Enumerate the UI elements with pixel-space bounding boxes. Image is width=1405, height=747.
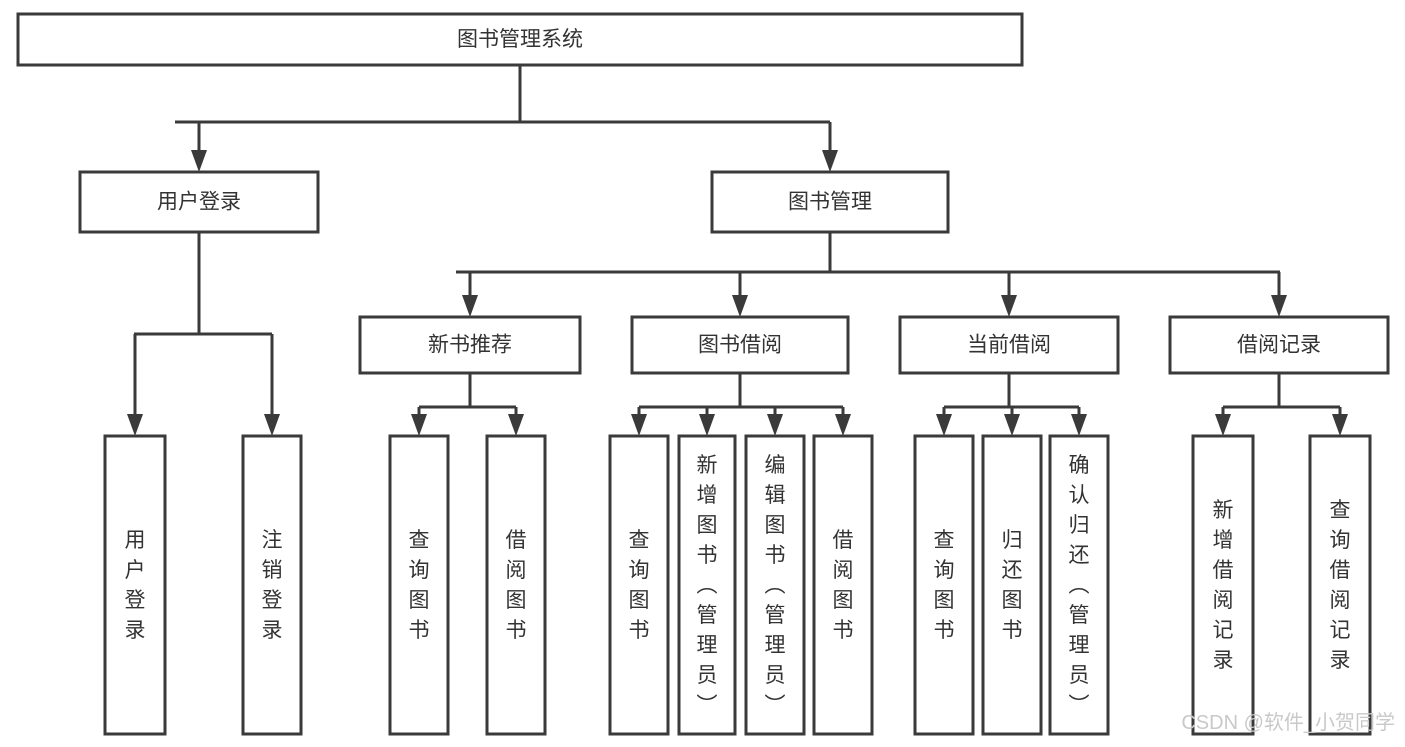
arrow-head-icon	[191, 150, 207, 172]
node-box	[710, 170, 950, 234]
node-label: 查询借阅记录	[1330, 499, 1351, 672]
node-box	[913, 434, 975, 736]
node-box	[1191, 434, 1255, 736]
node-leaf-query-book-rec[interactable]: 查询图书	[388, 434, 450, 736]
node-label: 借阅图书	[833, 529, 854, 642]
node-label: 确认归还︵管理员︶	[1069, 454, 1090, 717]
node-new-book-recommend[interactable]: 新书推荐	[358, 315, 582, 375]
csdn-watermark: CSDN @软件_小贺同学	[1181, 711, 1395, 734]
node-box	[677, 434, 737, 736]
arrow-head-icon	[508, 414, 524, 436]
arrow-head-icon	[411, 414, 427, 436]
node-leaf-user-login[interactable]: 用户登录	[103, 434, 167, 736]
arrow-head-icon	[1004, 414, 1020, 436]
node-label: 借阅记录	[1237, 334, 1321, 357]
node-box	[630, 315, 850, 375]
node-label: 查询图书	[629, 529, 650, 642]
node-label: 新书推荐	[428, 334, 512, 357]
node-leaf-user-logout[interactable]: 注销登录	[241, 434, 303, 736]
node-box	[358, 315, 582, 375]
node-label: 当前借阅	[967, 334, 1051, 357]
node-label: 查询图书	[934, 529, 955, 642]
arrow-head-icon	[1332, 414, 1348, 436]
node-label: 图书管理	[788, 191, 872, 214]
arrow-head-icon	[462, 295, 478, 317]
node-label: 编辑图书︵管理员︶	[765, 454, 786, 717]
arrow-head-icon	[1215, 414, 1231, 436]
node-root[interactable]: 图书管理系统	[16, 12, 1024, 67]
node-box	[981, 434, 1043, 736]
node-box	[388, 434, 450, 736]
node-leaf-query-borrow-record[interactable]: 查询借阅记录	[1308, 434, 1372, 736]
node-box	[1168, 315, 1390, 375]
connectors-layer	[127, 65, 1348, 436]
arrow-head-icon	[631, 414, 647, 436]
node-label: 归还图书	[1002, 529, 1023, 642]
node-label: 用户登录	[125, 529, 146, 642]
node-book-borrow[interactable]: 图书借阅	[630, 315, 850, 375]
node-leaf-add-borrow-record[interactable]: 新增借阅记录	[1191, 434, 1255, 736]
node-box	[16, 12, 1024, 67]
node-box	[1048, 434, 1110, 736]
arrow-head-icon	[732, 295, 748, 317]
node-label: 新增借阅记录	[1213, 499, 1234, 672]
node-box	[1308, 434, 1372, 736]
node-box	[812, 434, 874, 736]
node-user-login[interactable]: 用户登录	[78, 170, 320, 234]
arrow-head-icon	[936, 414, 952, 436]
node-label: 新增图书︵管理员︶	[697, 454, 718, 717]
node-box	[241, 434, 303, 736]
arrow-head-icon	[699, 414, 715, 436]
node-leaf-borrow-book-bor[interactable]: 借阅图书	[812, 434, 874, 736]
node-leaf-query-book-cur[interactable]: 查询图书	[913, 434, 975, 736]
node-borrow-record[interactable]: 借阅记录	[1168, 315, 1390, 375]
arrow-head-icon	[264, 414, 280, 436]
node-leaf-borrow-book-rec[interactable]: 借阅图书	[485, 434, 547, 736]
node-box	[608, 434, 670, 736]
arrow-head-icon	[767, 414, 783, 436]
node-box	[744, 434, 806, 736]
arrow-head-icon	[1271, 295, 1287, 317]
node-current-borrow[interactable]: 当前借阅	[898, 315, 1120, 375]
node-label: 用户登录	[157, 191, 241, 214]
node-box	[103, 434, 167, 736]
node-leaf-return-book[interactable]: 归还图书	[981, 434, 1043, 736]
arrow-head-icon	[835, 414, 851, 436]
node-leaf-query-book-bor[interactable]: 查询图书	[608, 434, 670, 736]
nodes-layer: 图书管理系统用户登录图书管理新书推荐图书借阅当前借阅借阅记录用户登录注销登录查询…	[16, 12, 1390, 736]
node-label: 查询图书	[409, 529, 430, 642]
node-label: 图书管理系统	[457, 28, 583, 51]
node-label: 图书借阅	[698, 334, 782, 357]
arrow-head-icon	[822, 150, 838, 172]
node-label: 借阅图书	[506, 529, 527, 642]
arrow-head-icon	[1071, 414, 1087, 436]
node-box	[78, 170, 320, 234]
node-leaf-add-book-admin[interactable]: 新增图书︵管理员︶	[677, 434, 737, 736]
node-box	[485, 434, 547, 736]
node-box	[898, 315, 1120, 375]
node-leaf-confirm-return[interactable]: 确认归还︵管理员︶	[1048, 434, 1110, 736]
arrow-head-icon	[127, 414, 143, 436]
node-leaf-edit-book-admin[interactable]: 编辑图书︵管理员︶	[744, 434, 806, 736]
node-book-manage[interactable]: 图书管理	[710, 170, 950, 234]
arrow-head-icon	[1001, 295, 1017, 317]
node-label: 注销登录	[262, 529, 283, 642]
